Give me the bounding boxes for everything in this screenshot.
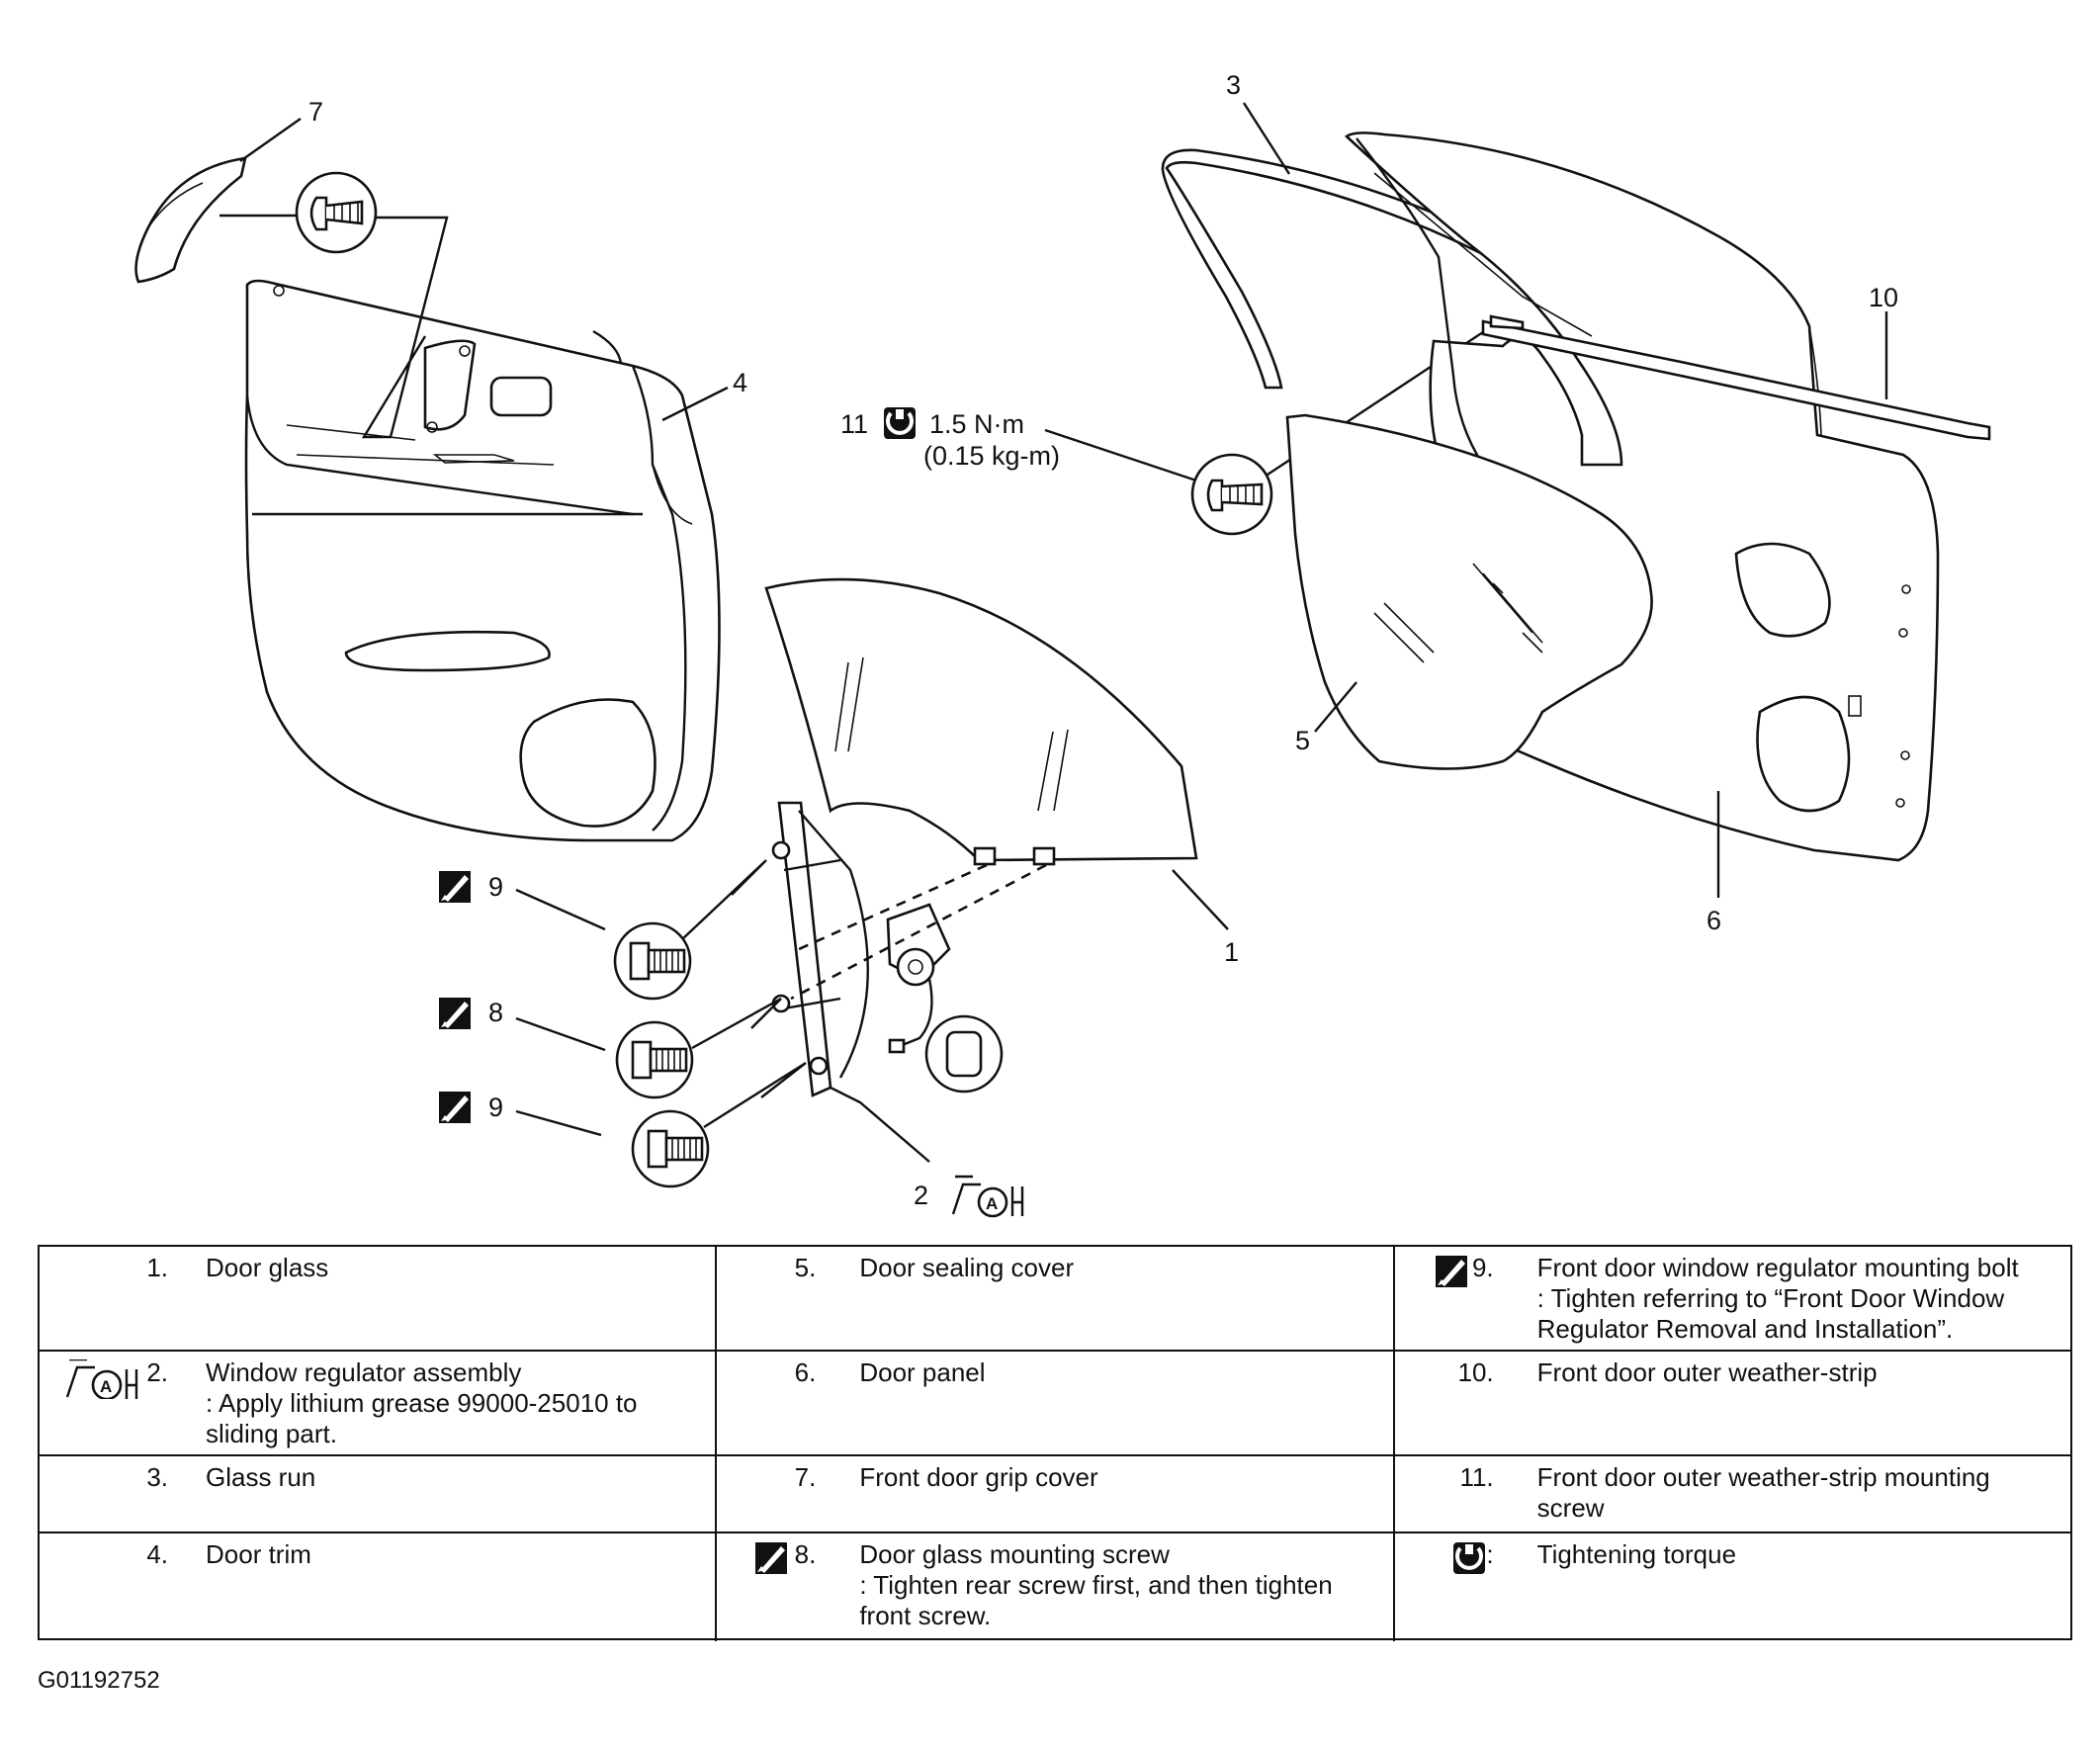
legend-cell: 11. Front door outer weather-strip mount… bbox=[1392, 1456, 2070, 1532]
callout-9-lower: 9 bbox=[488, 1093, 503, 1122]
callout-7: 7 bbox=[308, 97, 323, 127]
regulator-bolt-upper: 9 bbox=[439, 859, 767, 1001]
window-regulator-part: 2 bbox=[771, 801, 1024, 1218]
legend-row: 3. Glass run 7. Front door grip cover 11… bbox=[40, 1454, 2070, 1532]
callout-2: 2 bbox=[914, 1181, 928, 1210]
legend-cell: 8. Door glass mounting screw : Tighten r… bbox=[715, 1533, 1392, 1641]
figure-id: G01192752 bbox=[38, 1667, 160, 1694]
legend-cell: 3. Glass run bbox=[146, 1462, 316, 1492]
callout-5: 5 bbox=[1295, 726, 1310, 755]
legend-cell: 6. Door panel bbox=[715, 1352, 1392, 1454]
legend-cell: 7. Front door grip cover bbox=[715, 1456, 1392, 1532]
callout-9-upper: 9 bbox=[488, 872, 503, 902]
door-glass-part: 1 bbox=[764, 577, 1239, 967]
legend-cell: 1. Door glass bbox=[146, 1253, 329, 1282]
callout-4: 4 bbox=[733, 368, 747, 397]
outer-weather-strip-part: 10 bbox=[1481, 283, 1991, 441]
door-sealing-cover-part: 5 bbox=[1285, 413, 1653, 770]
torque-value-alt: (0.15 kg-m) bbox=[923, 441, 1060, 471]
exploded-door-diagram: A 7 4 bbox=[134, 70, 1991, 1218]
callout-1: 1 bbox=[1224, 937, 1239, 967]
legend-row: 1. Door glass 5. Door sealing cover 9. F… bbox=[40, 1247, 2070, 1350]
grip-cover-part: 7 bbox=[134, 97, 323, 284]
legend-cell: 4. Door trim bbox=[146, 1539, 311, 1569]
legend-row: 2. Window regulator assembly : Apply lit… bbox=[40, 1350, 2070, 1454]
door-trim-part: 4 bbox=[244, 279, 747, 842]
glass-mounting-screw: 8 bbox=[439, 997, 782, 1099]
callout-11: 11 bbox=[840, 409, 868, 439]
regulator-bolt-lower: 9 bbox=[439, 1061, 807, 1188]
weather-strip-screw: 11 1.5 N·m (0.15 kg-m) bbox=[840, 322, 1496, 536]
callout-3: 3 bbox=[1226, 70, 1241, 100]
grip-cover-clip bbox=[219, 171, 449, 439]
torque-value: 1.5 N·m bbox=[929, 409, 1024, 439]
callout-10: 10 bbox=[1869, 283, 1898, 312]
parts-legend-table: 1. Door glass 5. Door sealing cover 9. F… bbox=[38, 1245, 2072, 1641]
legend-cell: 9. Front door window regulator mounting … bbox=[1392, 1247, 2070, 1350]
legend-cell: : Tightening torque bbox=[1392, 1533, 2070, 1641]
legend-cell: 5. Door sealing cover bbox=[715, 1247, 1392, 1350]
legend-row: 4. Door trim 8. Door glass mounting scre… bbox=[40, 1532, 2070, 1641]
callout-6: 6 bbox=[1706, 906, 1721, 935]
torque-icon-callout bbox=[882, 405, 918, 441]
legend-cell: 2. Window regulator assembly : Apply lit… bbox=[40, 1352, 715, 1454]
grommet-part bbox=[924, 1014, 1004, 1094]
callout-8: 8 bbox=[488, 998, 503, 1027]
legend-cell: 10. Front door outer weather-strip bbox=[1392, 1352, 2070, 1454]
